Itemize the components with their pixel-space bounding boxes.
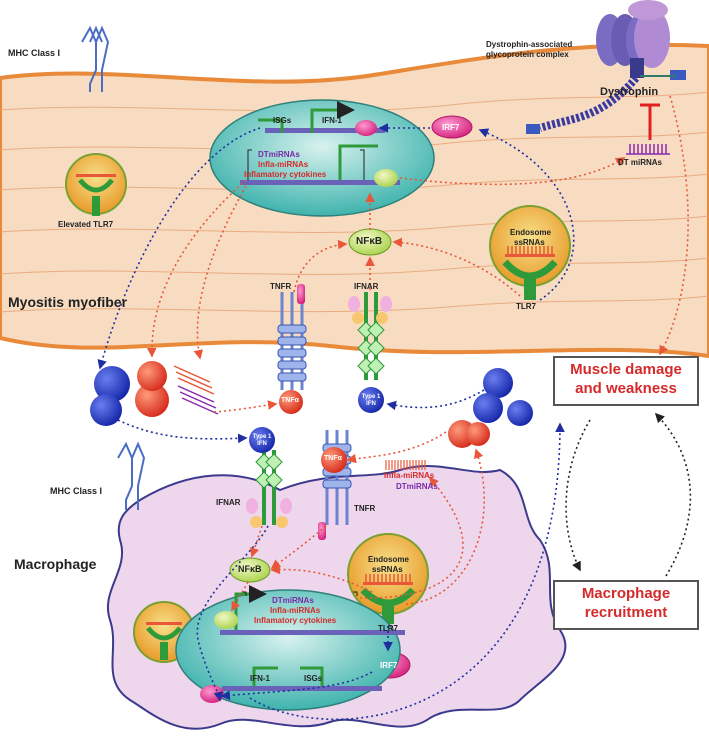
- type1-top-label: Type 1 IFN: [361, 394, 381, 407]
- arrow-ifnar-to-nucleus: [196, 525, 269, 702]
- myofiber-label: Myositis myofiber: [8, 294, 128, 310]
- mhc-bottom-label: MHC Class I: [50, 486, 103, 496]
- endosome-bottom-label: Endosome: [368, 555, 409, 564]
- type1-top-ligand: [358, 387, 384, 413]
- dtmirnas-top-label: DTmiRNAs: [258, 150, 300, 159]
- inflam-cytokines-top-label: Inflamatory cytokines: [244, 170, 327, 179]
- inflam-cytokines-bottom-label: Inflamatory cytokines: [254, 616, 337, 625]
- ifn1-top-label: IFN-1: [322, 116, 342, 125]
- ssrnas-bottom-label: ssRNAs: [372, 565, 403, 574]
- type1-mid-ligand: [249, 427, 275, 453]
- infla-bottom-label: Infla-miRNAs: [270, 606, 321, 615]
- arrow-ifnar-bottom-to-nfkb: [249, 525, 263, 558]
- tnfa-mid-ball: [321, 447, 347, 473]
- endosome-top-label: Endosome: [510, 228, 551, 237]
- macrophage-nucleus: [175, 585, 405, 711]
- irf7-bottom-label: IRF7: [380, 661, 398, 670]
- ifnar-top-receptor: [348, 292, 392, 380]
- myofiber-nucleus: [209, 99, 435, 217]
- muscle-damage-box: Muscle damage and weakness: [553, 356, 699, 406]
- arrow-irf7-to-ifn1-bottom: [220, 671, 373, 701]
- nfkb-bottom-label: NFκB: [238, 564, 262, 574]
- arrow-tlr7-to-irf7: [478, 128, 575, 301]
- ifnar-bottom-receptor: [246, 450, 292, 528]
- dtmirnas-bottom-label: DTmiRNAs: [272, 596, 314, 605]
- arrow-dystrophin-to-damage: [659, 95, 689, 356]
- dt-mirna-hairpin-top: [626, 144, 670, 155]
- elevated-tlr7-endosome: [65, 153, 127, 216]
- nfkb-bottom-node: [229, 557, 271, 583]
- arrow-ifn-to-blue-left: [97, 127, 261, 370]
- arrow-damage-to-recruitment: [565, 419, 591, 572]
- macrophage-recruitment-box: Macrophage recruitment: [553, 580, 699, 630]
- irf7-top-label: IRF7: [442, 123, 460, 132]
- arrow-nfkb-bottom-to-nucleus: [231, 581, 249, 612]
- arrow-blue-left-to-type1: [117, 419, 248, 444]
- ifnar-top-label: IFNAR: [354, 282, 379, 291]
- arrow-nucleus-to-mirna-left: [193, 185, 247, 360]
- dgc-complex: [526, 0, 686, 134]
- tnfr-top-receptor: [277, 284, 307, 390]
- myofiber-tlr7-endosome: [489, 205, 571, 300]
- dt-mirnas-cell-label: DT miRNAs: [618, 158, 663, 167]
- dgc-label: Dystrophin-associated glycoprotein compl…: [486, 40, 573, 59]
- tlr7-top-label: TLR7: [516, 302, 536, 311]
- arrow-nucleus-to-dtmirna: [399, 157, 626, 186]
- infla-top-label: Infla-miRNAs: [258, 160, 309, 169]
- tnfa-top-label: TNFα: [281, 397, 299, 404]
- arrow-blue-right-to-type1: [386, 389, 485, 411]
- dystrophin-label: Dystrophin: [600, 86, 659, 98]
- elevated-tlr7-label: Elevated TLR7: [58, 220, 114, 229]
- tnfa-top-ligand: [279, 390, 303, 414]
- tnfr-bottom-label: TNFR: [354, 504, 376, 513]
- mhc-top-label: MHC Class I: [8, 48, 61, 58]
- nfkb-top-label: NFκB: [356, 236, 383, 247]
- arrow-red-right-to-tnfa: [346, 431, 447, 464]
- irf7-top-node: [431, 115, 473, 139]
- mhc-top-shape: [81, 25, 110, 92]
- infla-mid-label: Infla-miRNAs: [384, 471, 435, 480]
- mirna-bars-right: [385, 460, 426, 470]
- mhc-bottom-shape: [117, 441, 146, 510]
- tnfr-top-label: TNFR: [270, 282, 292, 291]
- macrophage-tlr7-endosome: [347, 533, 429, 624]
- arrow-tlr7-to-nfkb: [392, 237, 521, 297]
- ssrnas-top-label: ssRNAs: [514, 238, 545, 247]
- isgs-bottom-label: ISGs: [304, 674, 323, 683]
- blue-cluster-left: [90, 366, 130, 426]
- arrow-recruitment-to-damage: [654, 412, 692, 577]
- red-cluster-left: [135, 361, 169, 417]
- blue-cluster-right: [473, 368, 533, 426]
- dystrophin-inhibition: [640, 103, 660, 140]
- ifnar-bottom-label: IFNAR: [216, 498, 241, 507]
- red-cluster-right: [448, 420, 490, 448]
- arrow-mirna-left-to-tnfa: [213, 400, 278, 413]
- dtmirnas-mid-label: DTmiRNAs: [396, 482, 438, 491]
- tnfa-mid-label: TNFα: [324, 455, 342, 462]
- mirna-bars-left: [173, 365, 219, 415]
- isgs-top-label: ISGs: [273, 116, 292, 125]
- tlr7-bottom-label: TLR7: [378, 624, 398, 633]
- macrophage-label: Macrophage: [14, 556, 97, 572]
- arrow-ifn1-to-blue-right: [249, 422, 565, 721]
- ifn1-bottom-label: IFN-1: [250, 674, 270, 683]
- arrow-tlr7-to-red-right: [405, 448, 485, 605]
- type1-mid-label: Type 1 IFN: [252, 434, 272, 447]
